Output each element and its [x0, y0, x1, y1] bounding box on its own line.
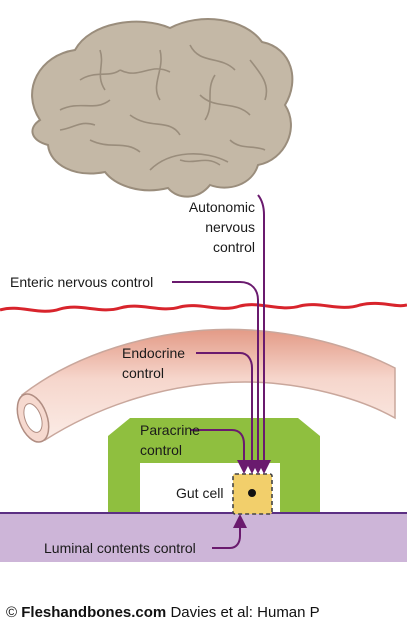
blood-vessel [16, 328, 396, 443]
enteric-label: Enteric nervous control [10, 274, 153, 290]
endocrine-label-line1: Endocrine [122, 345, 185, 361]
copyright-symbol: © [6, 604, 18, 621]
luminal-arrow [212, 514, 247, 549]
brain [31, 18, 294, 198]
pathway-arrows [172, 194, 271, 549]
endocrine-label-line2: control [122, 365, 164, 381]
autonomic-label-line3: control [213, 239, 255, 255]
gut-cell [232, 473, 273, 515]
copyright-footer: © Fleshandbones.com Davies et al: Human … [6, 604, 320, 621]
footer-brand: Fleshandbones.com [21, 604, 167, 621]
luminal-label: Luminal contents control [44, 540, 196, 556]
autonomic-arrow [257, 194, 271, 474]
serosa-line [0, 301, 407, 313]
gut-cell-label: Gut cell [176, 485, 223, 501]
paracrine-label-line2: control [140, 442, 182, 458]
paracrine-label-line1: Paracrine [140, 422, 200, 438]
footer-credit: Davies et al: Human P [170, 604, 320, 621]
autonomic-label-line1: Autonomic [189, 199, 255, 215]
paracrine-arrow [190, 429, 251, 474]
enteric-arrow [172, 281, 265, 474]
lumen [0, 512, 407, 562]
footer [0, 596, 407, 630]
endocrine-arrow [196, 352, 259, 474]
autonomic-label-line2: nervous [205, 219, 255, 235]
